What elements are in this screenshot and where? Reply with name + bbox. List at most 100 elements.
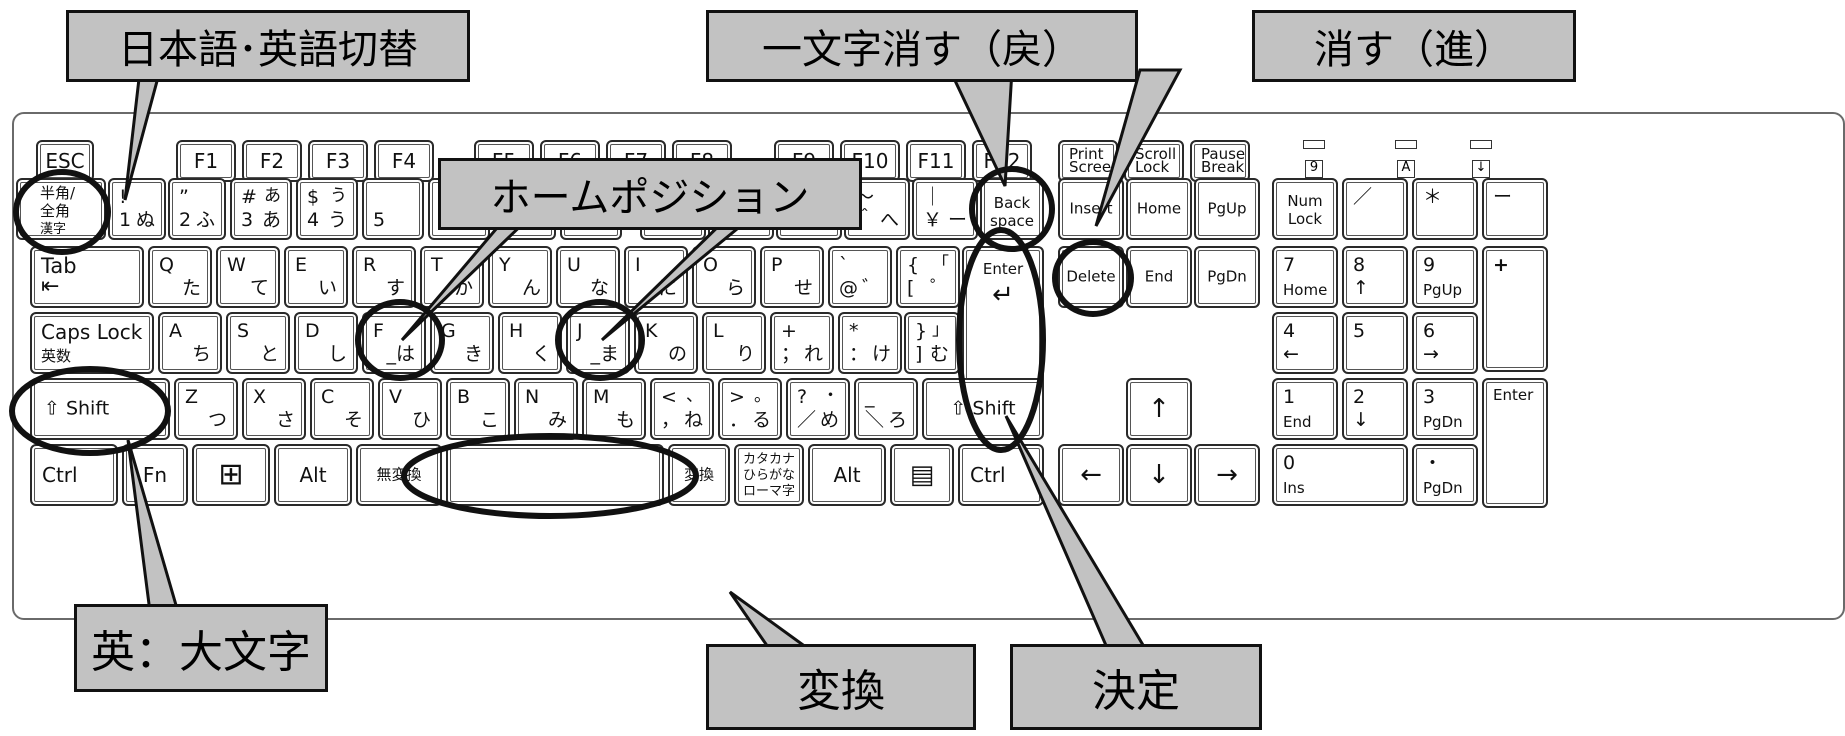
key-left-bracket[interactable]: {「[゜: [896, 246, 960, 308]
key-num-enter[interactable]: Enter: [1482, 378, 1548, 508]
key-num-4[interactable]: 4←: [1272, 312, 1338, 374]
key-slash[interactable]: ?・／め: [786, 378, 850, 440]
key-arrow-left[interactable]: ←: [1058, 444, 1124, 506]
highlight-left-shift: [9, 366, 171, 456]
callout-home-position: ホームポジション: [438, 158, 862, 230]
key-right-bracket[interactable]: }」]む: [904, 312, 960, 374]
key-menu[interactable]: ▤: [890, 444, 954, 506]
key-colon[interactable]: *：け: [838, 312, 902, 374]
key-kana[interactable]: カタカナ ひらがな ローマ字: [734, 444, 804, 506]
scroll-lock-indicator-label: ↓: [1472, 160, 1490, 178]
key-tab[interactable]: Tab⇤: [30, 246, 144, 308]
key-num-2[interactable]: 2↓: [1342, 378, 1408, 440]
highlight-backspace: [969, 166, 1055, 252]
key-arrow-down[interactable]: ↓: [1126, 444, 1192, 506]
callout-enter: 決定: [1010, 644, 1262, 730]
callout-kana-toggle: 日本語･英語切替: [66, 10, 470, 82]
key-space[interactable]: [446, 444, 664, 506]
caps-lock-indicator-lamp: [1395, 140, 1417, 149]
key-f1[interactable]: F1: [176, 140, 236, 182]
key-5[interactable]: 5: [362, 178, 424, 240]
key-backslash[interactable]: _＼ろ: [854, 378, 918, 440]
pointer-kana-toggle: [123, 68, 162, 201]
highlight-enter: [956, 227, 1046, 453]
key-home[interactable]: Home: [1126, 178, 1192, 240]
key-j[interactable]: J_ま: [566, 312, 630, 374]
context-menu-icon: ▤: [909, 460, 935, 490]
key-semicolon[interactable]: +；れ: [770, 312, 834, 374]
key-windows[interactable]: ⊞: [192, 444, 270, 506]
pointer-home-position-j: [600, 213, 759, 342]
highlight-j-key: [555, 299, 645, 381]
pointer-home-position-f: [400, 213, 536, 342]
callout-convert: 変換: [706, 644, 976, 730]
key-hankaku-zenkaku[interactable]: 半角/ 全角 漢字: [16, 178, 106, 240]
highlight-hankaku: [13, 169, 111, 255]
key-num-subtract[interactable]: ー: [1482, 178, 1548, 240]
pointer-delete: [1094, 68, 1183, 227]
key-delete[interactable]: Delete: [1058, 246, 1124, 308]
highlight-space: [401, 433, 699, 519]
key-num-5[interactable]: 5: [1342, 312, 1408, 374]
key-num-divide[interactable]: ／: [1342, 178, 1408, 240]
key-yen[interactable]: ｜￥ー: [912, 178, 978, 240]
key-left-alt[interactable]: Alt: [274, 444, 352, 506]
key-num-6[interactable]: 6→: [1412, 312, 1478, 374]
key-at[interactable]: `@゛: [828, 246, 892, 308]
key-end[interactable]: End: [1126, 246, 1192, 308]
num-lock-indicator-lamp: [1303, 140, 1325, 149]
num-lock-indicator-label: 9: [1305, 160, 1323, 178]
key-num-multiply[interactable]: ＊: [1412, 178, 1478, 240]
key-comma[interactable]: <、，ね: [650, 378, 714, 440]
key-num-plus[interactable]: +: [1482, 246, 1548, 372]
pointer-enter: [1004, 415, 1149, 652]
windows-logo-icon: ⊞: [218, 457, 244, 492]
key-page-down[interactable]: PgDn: [1194, 246, 1260, 308]
key-arrow-up[interactable]: ↑: [1126, 378, 1192, 440]
key-arrow-right[interactable]: →: [1194, 444, 1260, 506]
scroll-lock-indicator-lamp: [1470, 140, 1492, 149]
callout-delete: 消す（進）: [1252, 10, 1576, 82]
callout-backspace: 一文字消す（戻）: [706, 10, 1138, 82]
key-f11[interactable]: F11: [906, 140, 966, 182]
key-num-8[interactable]: 8↑: [1342, 246, 1408, 308]
key-period[interactable]: >。．る: [718, 378, 782, 440]
key-num-decimal[interactable]: ・PgDn: [1412, 444, 1478, 506]
highlight-delete: [1052, 239, 1134, 317]
key-page-up[interactable]: PgUp: [1194, 178, 1260, 240]
key-right-alt[interactable]: Alt: [808, 444, 886, 506]
